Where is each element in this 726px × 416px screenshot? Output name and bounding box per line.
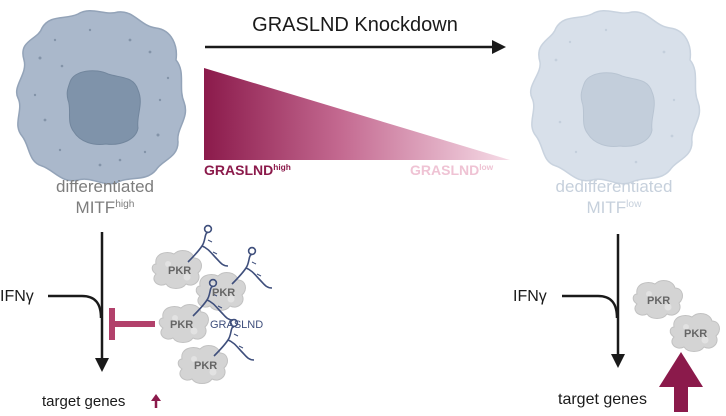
upregulation-arrow-small xyxy=(151,394,161,408)
left-cell-label: differentiated MITFhigh xyxy=(30,178,180,216)
left-target-genes: target genes xyxy=(42,393,126,410)
right-cell-mitf: MITFlow xyxy=(586,198,642,217)
right-cell-state: dedifferentiated xyxy=(555,177,673,196)
right-ifn-label: IFNγ xyxy=(513,288,547,305)
inhibition-bar xyxy=(109,308,155,340)
left-ifn-label: IFNγ xyxy=(0,288,34,305)
pkr-label: PKR xyxy=(170,319,193,331)
dedifferentiated-cell xyxy=(529,10,701,185)
pkr-label: PKR xyxy=(684,328,707,340)
graslnd-gradient-wedge xyxy=(204,68,510,160)
graslnd-high-label: GRASLNDhigh xyxy=(204,162,291,178)
right-target-genes: target genes xyxy=(558,391,647,408)
right-cell-label: dedifferentiated MITFlow xyxy=(534,178,694,216)
pkr-label: PKR xyxy=(168,265,191,277)
left-signaling-arrow xyxy=(48,232,109,372)
right-signaling-arrow xyxy=(562,234,625,368)
graslnd-low-label: GRASLNDlow xyxy=(410,162,494,178)
pkr-label: PKR xyxy=(212,287,235,299)
differentiated-cell xyxy=(15,10,187,185)
graslnd-rna-label: GRASLND xyxy=(210,319,263,331)
knockdown-title: GRASLND Knockdown xyxy=(252,14,458,36)
left-cell-state: differentiated xyxy=(56,177,154,196)
pkr-label: PKR xyxy=(194,360,217,372)
upregulation-arrow-large xyxy=(659,352,703,412)
left-cell-mitf: MITFhigh xyxy=(75,198,135,217)
pkr-label: PKR xyxy=(647,295,670,307)
knockdown-arrow xyxy=(205,40,506,54)
